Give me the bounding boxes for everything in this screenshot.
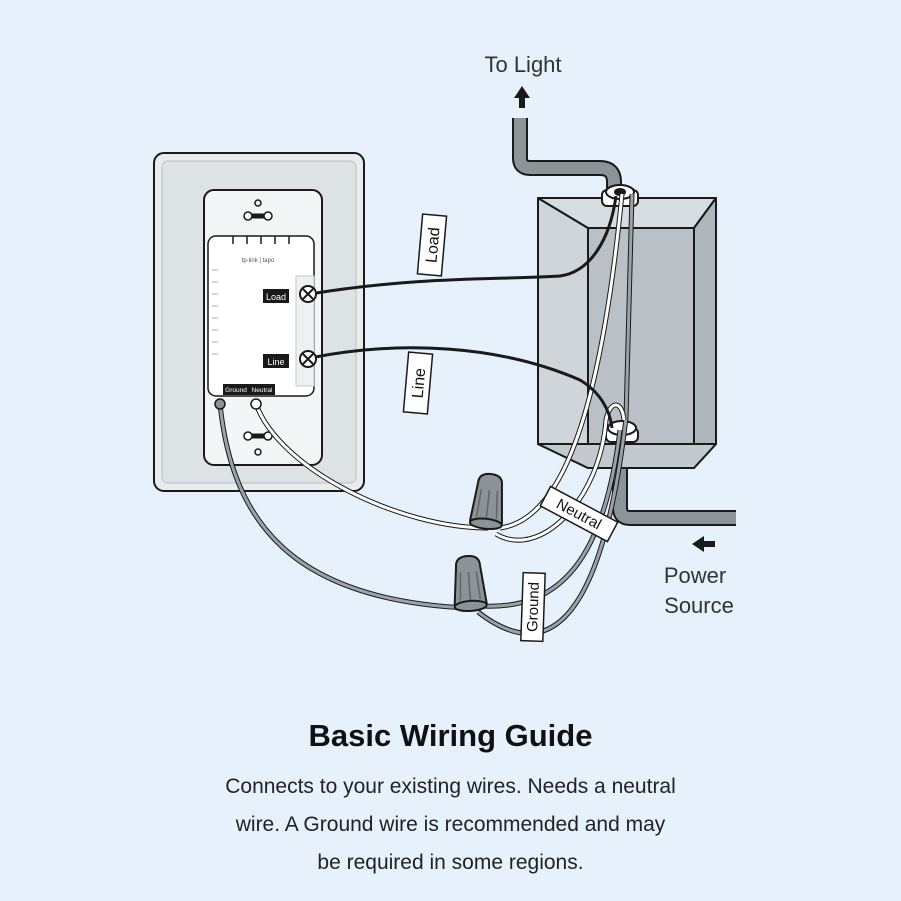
terminal-label-load-bg [263,289,289,303]
conduit-to-light [512,118,622,196]
wire-nut-ground [453,554,488,613]
wiring-diagram: To Light Power Source [153,52,736,643]
tag-line: Line [402,351,434,415]
caption-line-3: be required in some regions. [317,851,584,874]
neutral-post [250,398,262,410]
terminal-screw-load [299,285,317,303]
wire-nut-neutral [468,472,503,531]
line-wire [309,346,614,429]
terminal-label-neutral-bg [249,384,275,395]
tag-ground-text: Ground [524,582,543,633]
electrical-box [537,197,717,469]
terminal-label-ground: Ground [225,387,247,394]
tag-line-text: Line [410,367,430,399]
load-wire [309,195,618,296]
tag-load-text: Load [423,227,443,264]
switch-brand-logo: tp-link | tapo [242,258,275,264]
caption-line-1: Connects to your existing wires. Needs a… [225,775,676,798]
arrow-left-icon [692,536,715,552]
terminal-label-load: Load [266,292,286,302]
caption-description: Connects to your existing wires. Needs a… [0,768,901,882]
power-source-label-2: Source [664,593,734,618]
terminal-label-line-bg [263,354,289,368]
power-source-label-1: Power [664,563,726,588]
tag-load: Load [416,213,448,277]
terminal-screw-line [299,350,317,368]
terminal-label-ground-bg [223,384,249,395]
ground-post [214,398,226,410]
terminal-label-neutral: Neutral [252,387,274,394]
tag-ground: Ground [520,571,546,643]
caption-line-2: wire. A Ground wire is recommended and m… [235,813,666,836]
arrow-up-icon [514,86,530,108]
caption-title: Basic Wiring Guide [308,718,593,753]
terminal-label-line: Line [267,357,284,367]
to-light-label: To Light [484,52,561,77]
tag-neutral: Neutral [539,485,619,543]
